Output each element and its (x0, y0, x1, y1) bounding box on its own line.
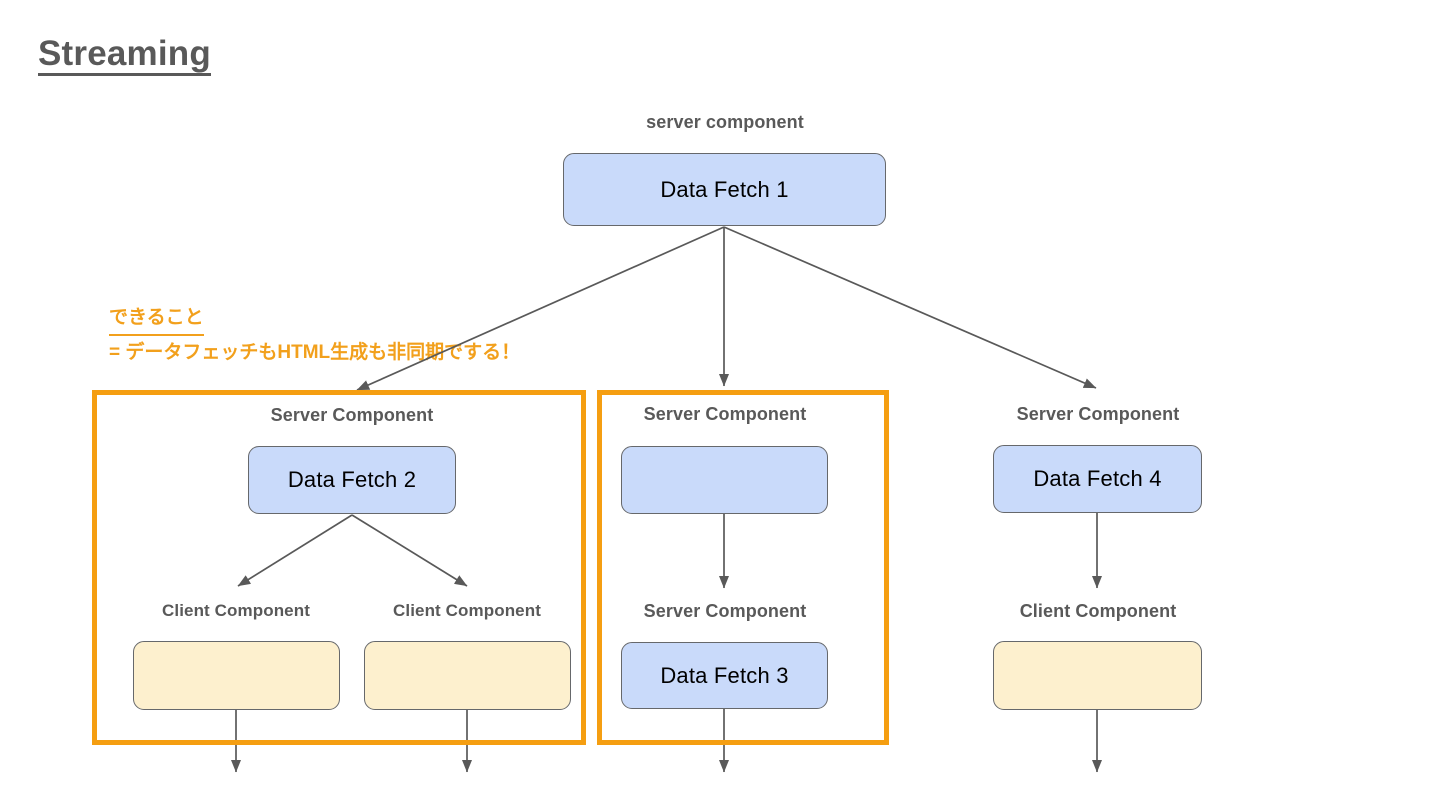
page-title: Streaming (38, 36, 211, 76)
box-client-component-a[interactable] (133, 641, 340, 710)
box-data-fetch-3[interactable]: Data Fetch 3 (621, 642, 828, 709)
label-left-client-component-a: Client Component (162, 601, 310, 620)
label-middle-server-component-top: Server Component (643, 404, 807, 424)
group-frame-left (92, 390, 586, 745)
box-data-fetch-4[interactable]: Data Fetch 4 (993, 445, 1202, 513)
label-right-client-component: Client Component (1019, 601, 1177, 621)
label-right-server-component: Server Component (1016, 404, 1180, 424)
box-client-component-b[interactable] (364, 641, 571, 710)
annotation-heading: できること (109, 303, 204, 336)
box-middle-server-empty[interactable] (621, 446, 828, 514)
annotation-body: = データフェッチもHTML生成も非同期でする！ (109, 341, 521, 363)
label-left-client-component-b: Client Component (393, 601, 541, 620)
group-frame-middle (597, 390, 889, 745)
box-data-fetch-2[interactable]: Data Fetch 2 (248, 446, 456, 514)
label-left-server-component: Server Component (270, 405, 434, 425)
label-root-server-component: server component (646, 112, 804, 132)
edge-root-to-right (723, 226, 1097, 389)
box-data-fetch-1[interactable]: Data Fetch 1 (563, 153, 886, 226)
annotation-note: できること = データフェッチもHTML生成も非同期でする！ (109, 303, 520, 369)
box-client-component-c[interactable] (993, 641, 1202, 710)
label-middle-server-component-bottom: Server Component (643, 601, 807, 621)
